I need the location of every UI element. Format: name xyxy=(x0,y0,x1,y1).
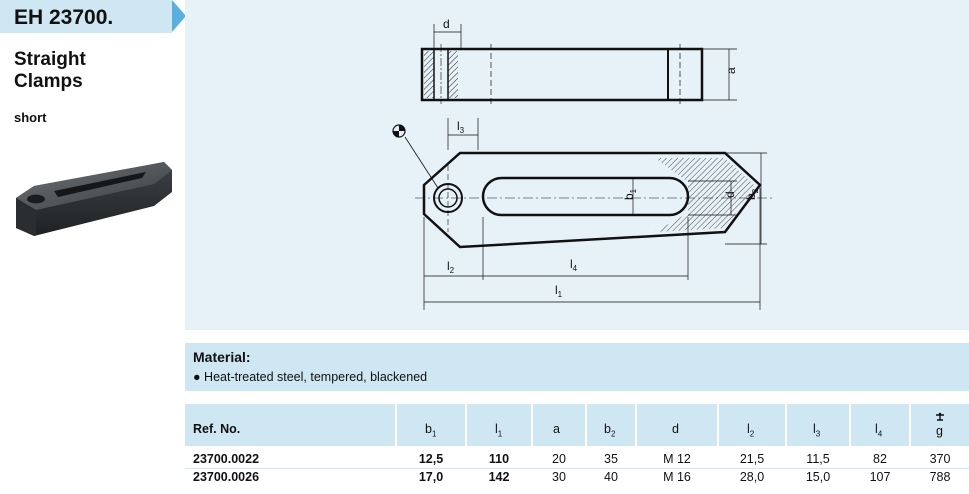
cell-l2: 21,5 xyxy=(739,452,765,466)
header-a: a xyxy=(553,422,560,436)
table-row: 23700.0022 12,5 110 20 35 M 12 21,5 11,5… xyxy=(185,452,969,468)
title-line-1: Straight xyxy=(14,49,86,70)
cell-d: M 16 xyxy=(663,470,691,484)
cell-a: 20 xyxy=(552,452,566,466)
header-l3: l3 xyxy=(813,422,821,439)
dim-l4: l4 xyxy=(570,257,578,273)
header-b2: b2 xyxy=(604,422,616,439)
header-l4: l4 xyxy=(875,422,883,439)
header-cell-l4: l4 xyxy=(851,404,909,446)
cell-l2: 28,0 xyxy=(739,470,765,484)
cell-weight: 370 xyxy=(929,452,951,466)
header-ref: Ref. No. xyxy=(193,422,241,436)
cell-a: 30 xyxy=(552,470,566,484)
dim-l3: l3 xyxy=(457,119,465,135)
header-cell-l2: l2 xyxy=(719,404,785,446)
cell-ref: 23700.0026 xyxy=(193,470,260,484)
header-d: d xyxy=(672,422,679,436)
header-cell-d: d xyxy=(637,404,717,446)
dim-a: a xyxy=(724,67,738,74)
header-cell-a: a xyxy=(533,404,585,446)
dimensions-table: Ref. No. b1 l1 a b2 d l2 l3 l4 xyxy=(185,404,969,494)
header-l2: l2 xyxy=(747,422,755,439)
table-row: 23700.0026 17,0 142 30 40 M 16 28,0 15,0… xyxy=(185,470,969,486)
cell-b2: 40 xyxy=(604,470,618,484)
material-title: Material: xyxy=(193,349,251,365)
header-cell-l3: l3 xyxy=(787,404,849,446)
cell-l3: 11,5 xyxy=(806,452,830,466)
title-line-2: Clamps xyxy=(14,71,83,92)
clamp-product-image xyxy=(16,162,172,236)
cell-l4: 107 xyxy=(869,470,891,484)
technical-drawing: d a l3 b1 d b2 xyxy=(185,0,969,330)
dim-d-top: d xyxy=(443,17,450,31)
cell-l1: 142 xyxy=(488,470,510,484)
cell-b2: 35 xyxy=(604,452,618,466)
cell-weight: 788 xyxy=(929,470,951,484)
table-header: Ref. No. b1 l1 a b2 d l2 l3 l4 xyxy=(185,404,969,446)
material-item: ● Heat-treated steel, tempered, blackene… xyxy=(193,370,427,384)
cell-ref: 23700.0022 xyxy=(193,452,260,466)
header-b1: b1 xyxy=(425,422,437,439)
header-cell-l1: l1 xyxy=(467,404,531,446)
weight-icon xyxy=(936,412,944,421)
dim-l2: l2 xyxy=(447,259,455,275)
cell-l3: 15,0 xyxy=(805,470,831,484)
cell-l1: 110 xyxy=(488,452,510,466)
header-cell-b2: b2 xyxy=(587,404,635,446)
header-l1: l1 xyxy=(495,422,503,439)
bullet-icon: ● xyxy=(193,370,201,384)
cell-l4: 82 xyxy=(873,452,887,466)
cell-b1: 17,0 xyxy=(418,470,444,484)
dim-b1: b1 xyxy=(622,188,638,200)
product-code: EH 23700. xyxy=(14,6,114,29)
cell-d: M 12 xyxy=(663,452,691,466)
material-item-text: Heat-treated steel, tempered, blackened xyxy=(204,370,428,384)
cell-b1: 12,5 xyxy=(418,452,444,466)
header-arrow-icon xyxy=(172,0,186,32)
dim-l1: l1 xyxy=(555,283,563,299)
page-subtitle: short xyxy=(14,110,47,125)
material-section: Material: ● Heat-treated steel, tempered… xyxy=(185,343,969,391)
header-cell-weight: g xyxy=(911,404,969,446)
dim-d-side: d xyxy=(723,191,737,198)
header-cell-ref: Ref. No. xyxy=(185,404,395,446)
dim-b2: b2 xyxy=(744,188,760,200)
header-badge xyxy=(0,0,172,33)
header-weight: g xyxy=(936,424,943,438)
row-divider xyxy=(185,468,969,469)
header-cell-b1: b1 xyxy=(397,404,465,446)
page-title: Straight Clamps xyxy=(14,49,86,93)
